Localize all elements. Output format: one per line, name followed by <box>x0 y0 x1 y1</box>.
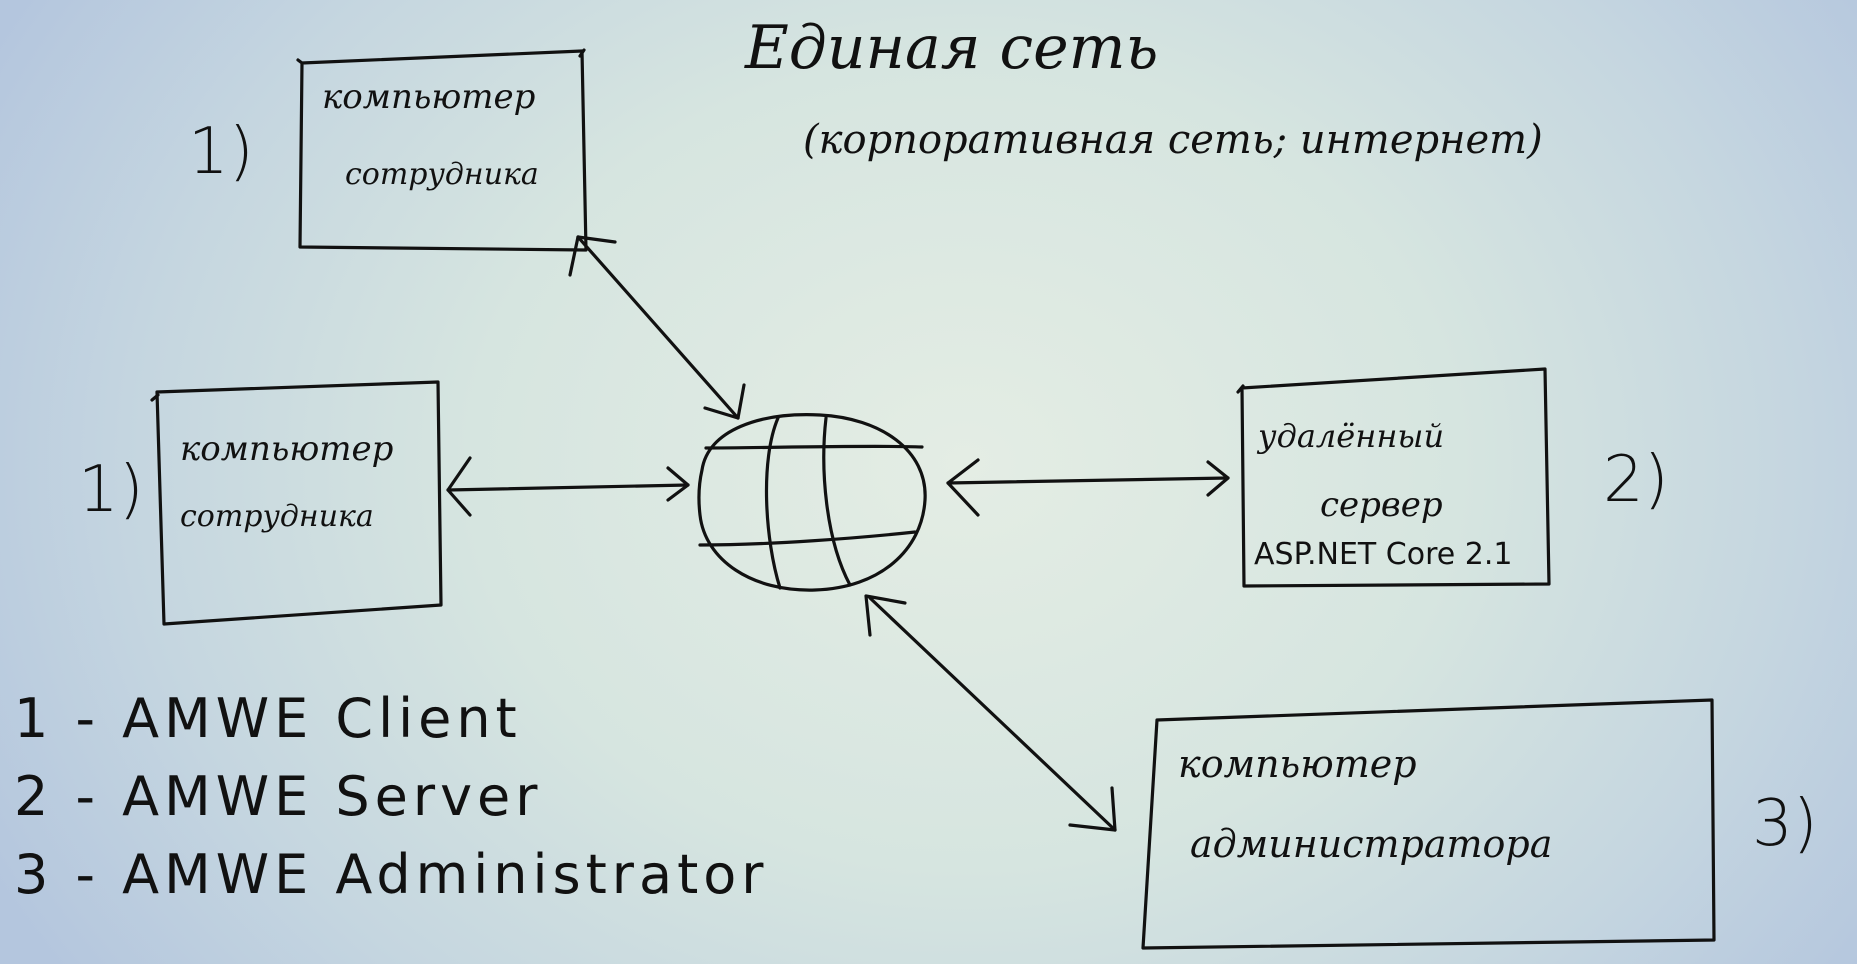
employee-pc-top-box <box>296 48 588 252</box>
arrow-network-to-server <box>946 458 1230 517</box>
admin-pc-label-2: администратора <box>1190 822 1553 866</box>
employee-pc-left-label-2: сотрудника <box>180 499 374 534</box>
remote-server-box <box>1236 367 1551 588</box>
remote-server-label-1: удалённый <box>1258 417 1445 455</box>
admin-pc-box <box>1141 698 1716 950</box>
employee-pc-left-box <box>150 380 443 626</box>
legend-item-administrator: 3 - AMWE Administrator <box>14 843 769 906</box>
employee-pc-left-label-1: компьютер <box>180 429 394 469</box>
arrow-employee-top-to-network <box>568 235 746 420</box>
employee-pc-top-label-1: компьютер <box>322 77 536 117</box>
remote-server-label-2: сервер <box>1320 485 1443 525</box>
remote-server-number: 2) <box>1603 443 1669 517</box>
admin-pc-label-1: компьютер <box>1178 742 1417 786</box>
legend-item-server: 2 - AMWE Server <box>14 765 543 828</box>
remote-server-label-3: ASP.NET Core 2.1 <box>1254 537 1513 572</box>
diagram-subtitle: (корпоративная сеть; интернет) <box>803 117 1543 163</box>
employee-pc-left-number: 1) <box>78 453 144 527</box>
arrow-network-to-admin <box>864 594 1117 832</box>
legend-item-client: 1 - AMWE Client <box>14 687 522 750</box>
globe-icon <box>697 413 927 592</box>
diagram-title: Единая сеть <box>745 13 1159 83</box>
employee-pc-top-label-2: сотрудника <box>345 157 539 192</box>
arrow-employee-left-to-network <box>446 456 690 517</box>
employee-pc-top-number: 1) <box>188 115 254 189</box>
admin-pc-number: 3) <box>1752 787 1818 861</box>
legend: 1 - AMWE Client 2 - AMWE Server 3 - AMWE… <box>14 680 769 914</box>
